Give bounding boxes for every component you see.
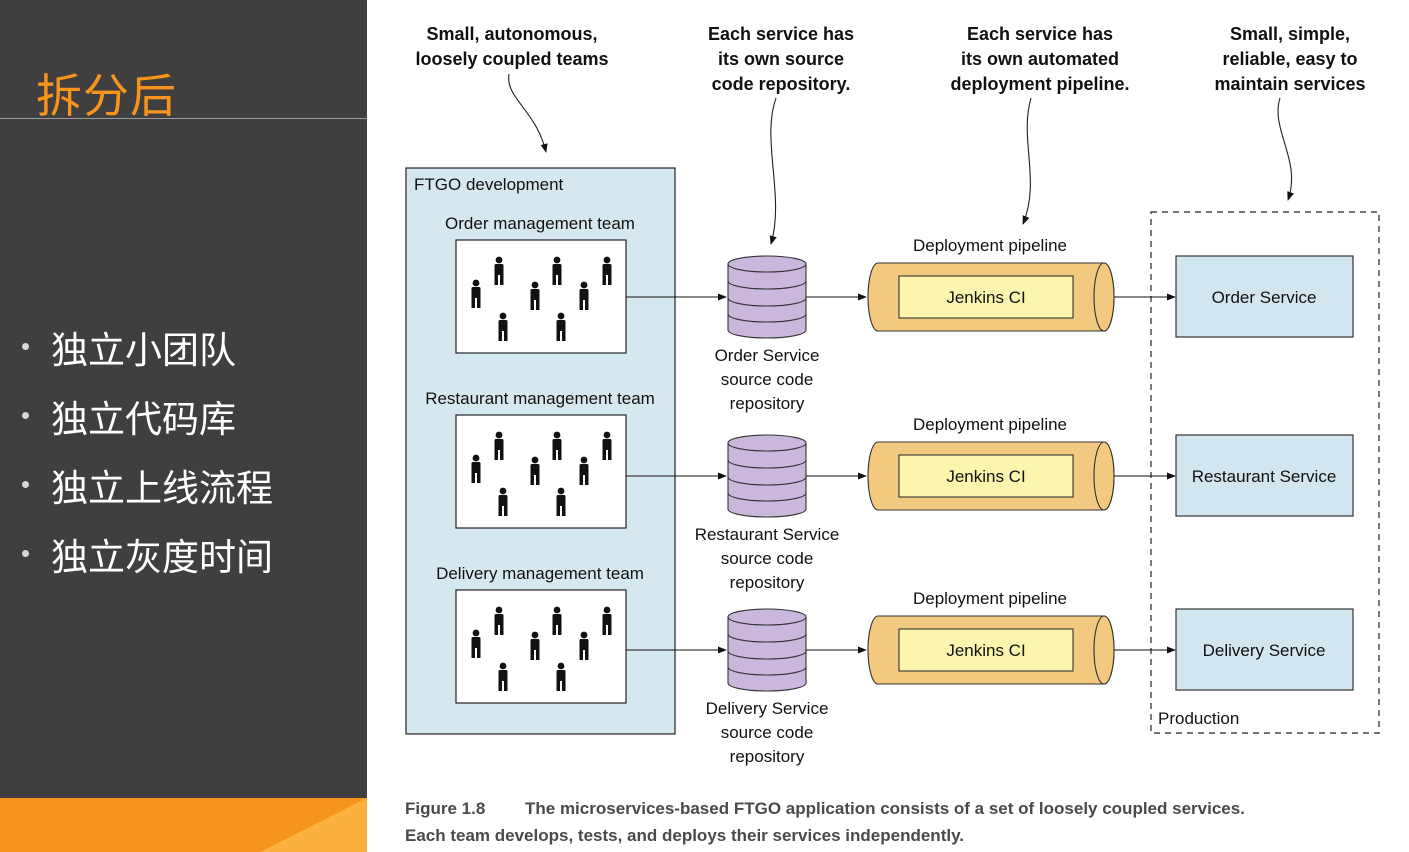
repo-label: repository — [730, 573, 805, 592]
callout-line: its own source — [718, 49, 844, 69]
production-label: Production — [1158, 709, 1239, 728]
service-box — [1175, 434, 1354, 517]
repo-label: repository — [730, 394, 805, 413]
order-row: Order management team Order Service sour… — [445, 214, 1354, 413]
orange-accent-band — [0, 798, 367, 852]
callout-line: Small, simple, — [1230, 24, 1350, 44]
callout-line: deployment pipeline. — [950, 74, 1129, 94]
team-label: Restaurant management team — [425, 389, 655, 408]
jenkins-ci-label: Jenkins CI — [946, 641, 1025, 660]
pipeline-label: Deployment pipeline — [913, 589, 1067, 608]
bullet-text: 独立小团队 — [51, 328, 236, 372]
service-box — [1175, 608, 1354, 691]
caption-line2: Each team develops, tests, and deploys t… — [405, 826, 964, 845]
callout-services: Small, simple, reliable, easy to maintai… — [1214, 24, 1365, 94]
jenkins-ci-box — [898, 275, 1074, 319]
bullet-dot-icon — [22, 550, 29, 557]
callout-repo: Each service has its own source code rep… — [708, 24, 854, 94]
repo-label: Delivery Service — [706, 699, 829, 718]
repo-label: source code — [721, 723, 814, 742]
restaurant-row: Restaurant management team Restaurant Se… — [425, 389, 1354, 592]
jenkins-ci-box — [898, 628, 1074, 672]
callout-leaders — [508, 73, 1295, 245]
callout-line: maintain services — [1214, 74, 1365, 94]
bullet-item: 独立灰度时间 — [22, 519, 273, 588]
bullet-text: 独立代码库 — [51, 397, 236, 441]
microservices-figure: Small, autonomous, loosely coupled teams… — [367, 0, 1409, 852]
bullet-item: 独立代码库 — [22, 381, 273, 450]
callout-line: Each service has — [967, 24, 1113, 44]
production-box — [1150, 211, 1380, 734]
callout-leader-pipeline — [1022, 97, 1032, 225]
callout-leader-services — [1277, 97, 1295, 201]
slide-title: 拆分后 — [36, 69, 177, 123]
repo-label: source code — [721, 549, 814, 568]
team-label: Delivery management team — [436, 564, 644, 583]
team-members-box — [455, 414, 627, 529]
repo-database-icon — [727, 434, 807, 518]
repo-label: Order Service — [715, 346, 820, 365]
caption-label: Figure 1.8 — [405, 799, 485, 818]
jenkins-ci-label: Jenkins CI — [946, 467, 1025, 486]
bullet-text: 独立灰度时间 — [51, 535, 273, 579]
bullet-item: 独立小团队 — [22, 312, 273, 381]
service-box — [1175, 255, 1354, 338]
service-label: Restaurant Service — [1192, 467, 1337, 486]
delivery-row: Delivery management team Delivery Servic… — [436, 564, 1354, 766]
callout-leader-repo — [769, 97, 777, 245]
title-divider — [0, 118, 367, 119]
callout-team: Small, autonomous, loosely coupled teams — [415, 24, 608, 69]
pipeline-label: Deployment pipeline — [913, 415, 1067, 434]
team-members-box — [455, 589, 627, 704]
pipeline-label: Deployment pipeline — [913, 236, 1067, 255]
bullet-dot-icon — [22, 412, 29, 419]
callout-line: its own automated — [961, 49, 1119, 69]
bullet-text: 独立上线流程 — [51, 466, 273, 510]
slide-sidebar: 拆分后 独立小团队 独立代码库 独立上线流程 独立灰度时间 — [0, 0, 367, 852]
team-members-box — [455, 239, 627, 354]
repo-database-icon — [727, 608, 807, 692]
callout-line: Each service has — [708, 24, 854, 44]
callout-pipeline: Each service has its own automated deplo… — [950, 24, 1129, 94]
dev-box-label: FTGO development — [414, 175, 564, 194]
repo-database-icon — [727, 255, 807, 339]
repo-label: repository — [730, 747, 805, 766]
service-label: Delivery Service — [1203, 641, 1326, 660]
callout-line: code repository. — [712, 74, 851, 94]
caption-line1: The microservices-based FTGO application… — [525, 799, 1245, 818]
callout-leader-team — [508, 73, 548, 153]
bullet-list: 独立小团队 独立代码库 独立上线流程 独立灰度时间 — [22, 312, 273, 588]
jenkins-ci-label: Jenkins CI — [946, 288, 1025, 307]
team-label: Order management team — [445, 214, 635, 233]
callout-line: reliable, easy to — [1222, 49, 1357, 69]
bullet-dot-icon — [22, 481, 29, 488]
jenkins-ci-box — [898, 454, 1074, 498]
repo-label: Restaurant Service — [695, 525, 840, 544]
callout-line: loosely coupled teams — [415, 49, 608, 69]
callout-line: Small, autonomous, — [426, 24, 597, 44]
figure-caption: Figure 1.8 The microservices-based FTGO … — [405, 799, 1245, 845]
service-label: Order Service — [1212, 288, 1317, 307]
repo-label: source code — [721, 370, 814, 389]
bullet-item: 独立上线流程 — [22, 450, 273, 519]
bullet-dot-icon — [22, 343, 29, 350]
